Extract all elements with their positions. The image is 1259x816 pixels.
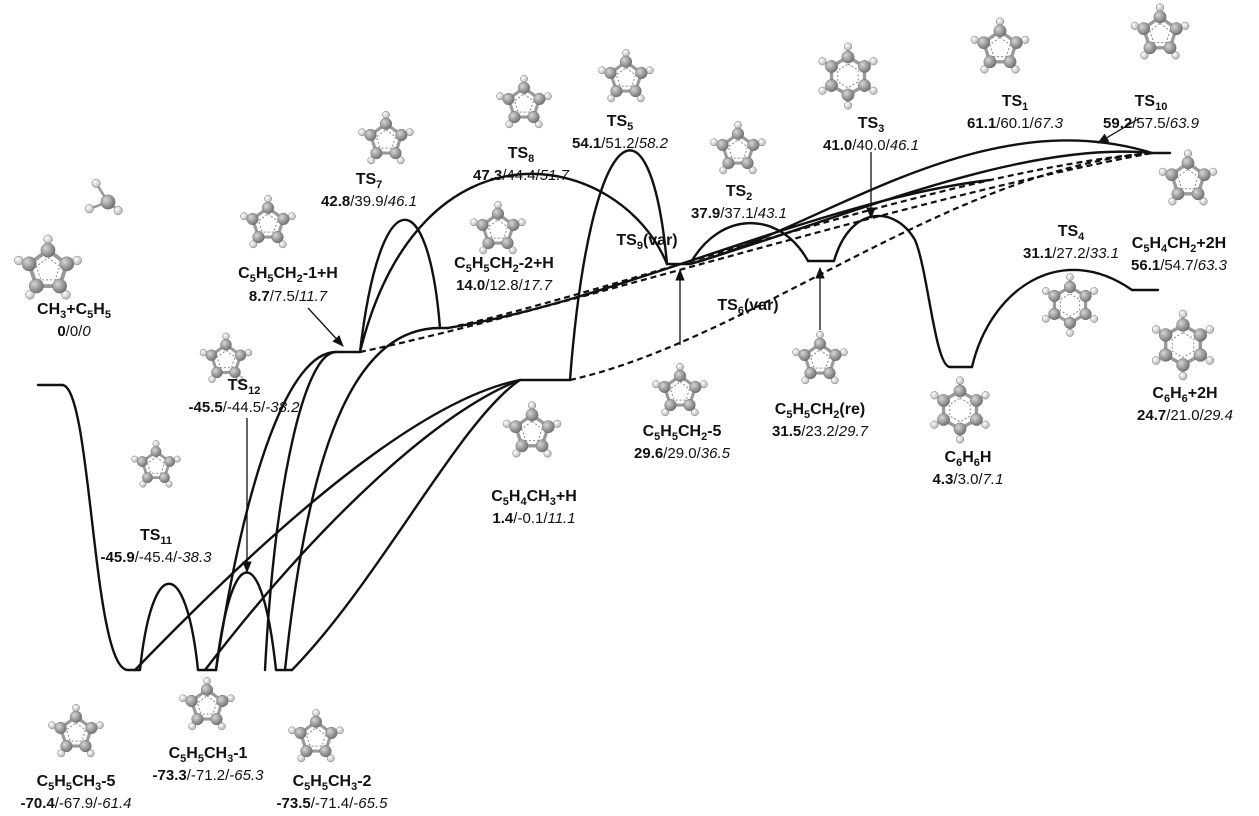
ts11-structure (131, 440, 181, 488)
energy-c5h5ch2-5: 29.6/29.0/36.5 (634, 445, 731, 462)
curve-ts10 (688, 150, 1154, 266)
curve-ts11 (138, 582, 200, 672)
ts2-structure (710, 121, 766, 175)
label-ts8: TS8 (508, 145, 535, 165)
curve-ts2 (688, 221, 810, 266)
label-c5h5ch2-re: C5H5CH2(re) (775, 401, 865, 421)
pointer-arrows (242, 117, 1141, 574)
c5h5ch2-5-structure (652, 363, 708, 417)
ts10-structure (1130, 3, 1190, 60)
energy-ts10: 59.2/57.5/63.9 (1103, 115, 1200, 132)
curve-ts4 (970, 268, 1134, 369)
label-ts1: TS1 (1002, 93, 1029, 113)
energy-c5h5ch2-1-h: 8.7/7.5/11.7 (249, 288, 328, 305)
ts3-structure (818, 42, 878, 110)
ts8-structure (496, 75, 552, 129)
c5h5ch2-2-structure (470, 201, 526, 255)
c5h5-radical (14, 234, 82, 300)
label-ts7: TS7 (356, 171, 383, 191)
energy-ts2: 37.9/37.1/43.1 (691, 205, 787, 222)
energy-ch3-c5h5: 0/0/0 (57, 323, 91, 340)
label-ch3-c5h5: CH3+C5H5 (37, 301, 111, 321)
species-labels: CH3+C5H5 0/0/0 C5H5CH3-5 -70.4/-67.9/-61… (21, 93, 1233, 812)
label-ts10: TS10 (1135, 93, 1168, 113)
energy-ts5: 54.1/51.2/58.2 (572, 135, 669, 152)
label-ts2: TS2 (726, 183, 753, 203)
energy-c5h5ch2-re: 31.5/23.2/29.7 (772, 423, 869, 440)
energy-ts3: 41.0/40.0/46.1 (823, 137, 919, 154)
molecule-pictures (14, 3, 1218, 763)
label-c6h6h: C6H6H (945, 449, 992, 469)
c6h6h-structure (930, 376, 990, 444)
energy-c6h6h: 4.3/3.0/7.1 (933, 471, 1004, 488)
curve-ts5 (568, 149, 669, 382)
curve-5-to-c5h5ch2-1 (263, 350, 338, 672)
ch3-radical (84, 178, 123, 215)
pes-solid-curves (36, 139, 1172, 672)
c5h5ch2-re-structure (792, 331, 848, 385)
curve-entrance-drop (60, 383, 130, 672)
energy-c5h5ch3-5: -70.4/-67.9/-61.4 (21, 795, 132, 812)
arrow-c5h5ch2-1 (307, 307, 344, 347)
curve-5-to-c5h4ch3 (133, 378, 522, 672)
label-c5h4ch2-2h: C5H4CH2+2H (1132, 235, 1226, 255)
label-c5h4ch3-h: C5H4CH3+H (491, 488, 577, 508)
label-ts9: TS9(var) (616, 232, 677, 252)
ts7-structure (358, 111, 414, 165)
ts1-structure (970, 17, 1030, 74)
label-c6h6-2h: C6H6+2H (1152, 385, 1217, 405)
c5h5ch3-5-structure (48, 704, 104, 758)
label-c5h5ch2-1-h: C5H5CH2-1+H (238, 265, 338, 285)
energy-c5h5ch2-2-h: 14.0/12.8/17.7 (456, 277, 553, 294)
label-c5h5ch2-2-h: C5H5CH2-2+H (454, 255, 554, 275)
energy-ts4: 31.1/27.2/33.1 (1023, 245, 1119, 262)
arrow-ts10 (1096, 117, 1141, 144)
curve-ts7 (358, 218, 442, 354)
label-ts5: TS5 (607, 113, 634, 133)
label-c5h5ch3-5: C5H5CH3-5 (37, 773, 116, 793)
energy-ts12: -45.5/-44.5/-38.2 (189, 399, 301, 416)
pes-dashed-curves (359, 151, 1153, 382)
curve-2-to-c5h5ch2-2 (283, 326, 442, 672)
label-c5h5ch3-2: C5H5CH3-2 (293, 773, 372, 793)
label-ts3: TS3 (858, 115, 885, 135)
curve-c5h5ch2-5-to-ts1 (688, 139, 1154, 266)
curve-2-to-c5h4ch3 (290, 378, 522, 672)
curve-1-to-c5h4ch3 (203, 378, 522, 672)
curve-c5h5ch2-2-to-c6h6h-side (446, 178, 992, 330)
c5h5ch2-1-structure (240, 195, 296, 249)
energy-ts8: 47.3/44.4/51.7 (473, 167, 570, 184)
energy-c5h4ch2-2h: 56.1/54.7/63.3 (1131, 257, 1228, 274)
energy-c6h6-2h: 24.7/21.0/29.4 (1137, 407, 1233, 424)
ts5-structure (598, 49, 654, 103)
energy-c5h5ch3-2: -73.5/-71.4/-65.5 (277, 795, 389, 812)
energy-c5h4ch3-h: 1.4/-0.1/11.1 (492, 510, 575, 527)
c5h5ch3-1-structure (179, 677, 235, 731)
c5h4ch3-structure (502, 401, 562, 458)
label-c5h5ch3-1: C5H5CH3-1 (169, 745, 248, 765)
energy-ts7: 42.8/39.9/46.1 (321, 193, 417, 210)
ts12-structure (199, 332, 253, 383)
curve-1-to-c5h5ch2-1 (214, 350, 338, 672)
curve-ts3 (832, 214, 952, 369)
label-ts11: TS11 (140, 527, 172, 547)
c5h5ch3-2-structure (288, 709, 344, 763)
label-c5h5ch2-5: C5H5CH2-5 (643, 423, 722, 443)
label-ts12: TS12 (228, 377, 261, 397)
curve-ts8 (358, 172, 669, 354)
c5h4ch2-structure (1158, 149, 1218, 206)
energy-ts1: 61.1/60.1/67.3 (967, 115, 1064, 132)
dash-c5h4ch3-to-c5h4ch2 (569, 151, 1153, 382)
energy-c5h5ch3-1: -73.3/-71.2/-65.3 (153, 767, 265, 784)
ts4-structure (1041, 273, 1099, 337)
dash-c5h5ch2-2-to-c5h4ch2 (447, 151, 1153, 330)
label-ts4: TS4 (1058, 223, 1085, 243)
label-ts6: TS6(var) (717, 297, 778, 317)
c6h6-structure (1151, 309, 1215, 381)
energy-ts11: -45.9/-45.4/-38.3 (101, 549, 213, 566)
